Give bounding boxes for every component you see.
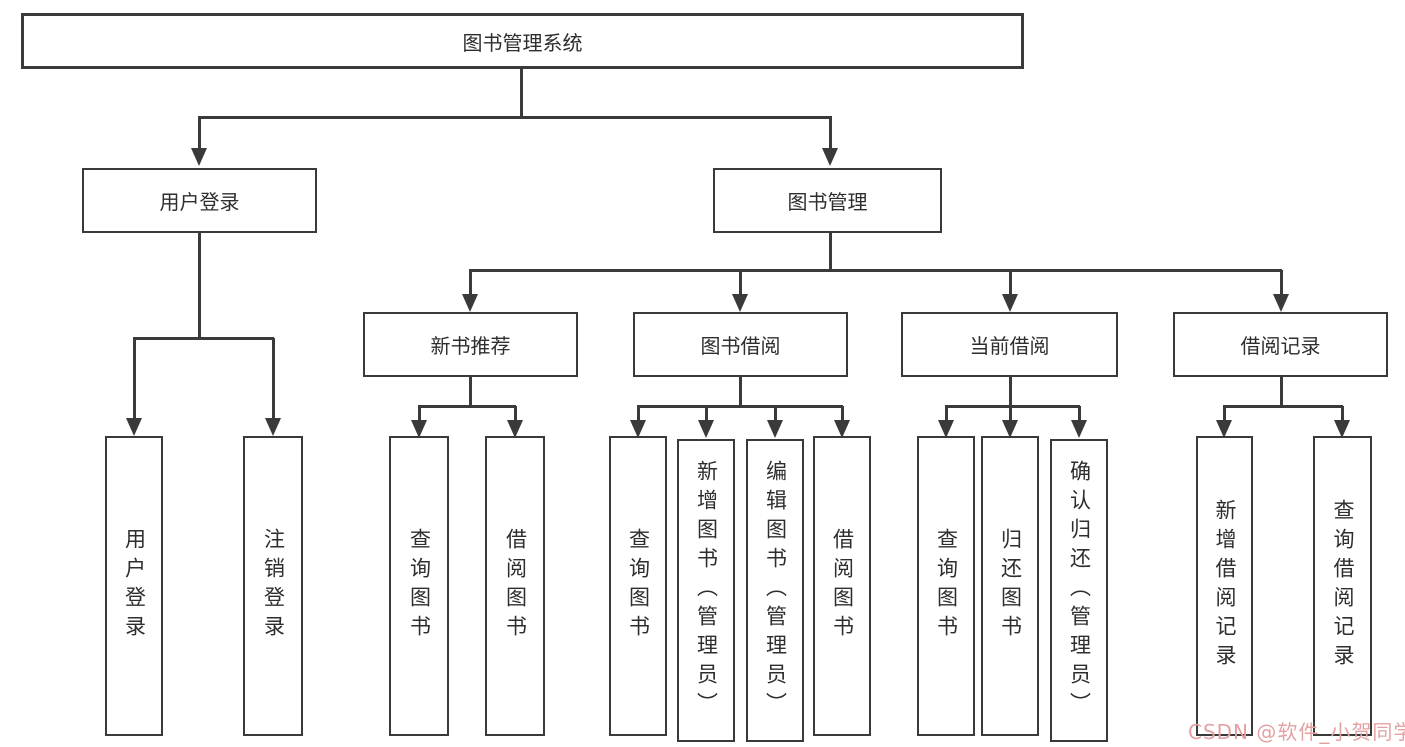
edge-borrowing-records-horizontal <box>1223 405 1343 408</box>
arrowhead-a1 <box>411 420 427 438</box>
arrowhead-a2 <box>507 420 523 438</box>
arrowhead-b4 <box>834 420 850 438</box>
edge-root-stub <box>520 69 523 117</box>
node-book-borrowing: 图书借阅 <box>633 312 848 377</box>
leaf-return-books: 归还图书 <box>981 436 1039 736</box>
edge-current-borrowing-horizontal <box>945 405 1080 408</box>
node-book-management: 图书管理 <box>713 168 942 233</box>
arrowhead-d2 <box>1334 420 1350 438</box>
leaf-query-books-a: 查询图书 <box>389 436 449 736</box>
arrowhead-c2 <box>1002 420 1018 438</box>
leaf-query-books-c: 查询图书 <box>917 436 975 736</box>
edge-b4 <box>841 406 844 420</box>
arrowhead-new-book <box>462 294 478 312</box>
leaf-confirm-return-admin: 确认归还（管理员） <box>1050 439 1108 742</box>
edge-c3 <box>1078 406 1081 420</box>
edge-b3 <box>774 406 777 420</box>
arrowhead-b2 <box>698 420 714 438</box>
edge-to-current-borrowing <box>1009 270 1012 294</box>
edge-c1 <box>945 406 948 420</box>
arrowhead-leaf-user-login <box>126 418 142 436</box>
edge-c2 <box>1009 406 1012 420</box>
arrowhead-c1 <box>938 420 954 438</box>
edge-to-book-borrowing <box>739 270 742 294</box>
edge-b2 <box>705 406 708 420</box>
arrowhead-leaf-logout <box>265 418 281 436</box>
edge-book-management-stub <box>829 233 832 270</box>
node-current-borrowing: 当前借阅 <box>901 312 1118 377</box>
edge-new-book-horizontal <box>418 405 516 408</box>
edge-d1 <box>1223 406 1226 420</box>
edge-to-leaf-user-login <box>133 338 136 418</box>
node-new-book-recommend: 新书推荐 <box>363 312 578 377</box>
arrowhead-b1 <box>630 420 646 438</box>
node-library-management-system: 图书管理系统 <box>21 13 1024 69</box>
node-user-login: 用户登录 <box>82 168 317 233</box>
arrowhead-d1 <box>1216 420 1232 438</box>
leaf-add-book-admin: 新增图书（管理员） <box>677 439 735 742</box>
edge-user-login-horizontal <box>133 337 274 340</box>
arrowhead-user-login <box>191 148 207 166</box>
node-borrowing-records: 借阅记录 <box>1173 312 1388 377</box>
leaf-query-borrow-record: 查询借阅记录 <box>1313 436 1372 736</box>
edge-b1 <box>637 406 640 420</box>
edge-current-borrowing-stub <box>1009 377 1012 406</box>
arrowhead-current-borrowing <box>1002 294 1018 312</box>
leaf-borrow-books-b: 借阅图书 <box>813 436 871 736</box>
arrowhead-book-management <box>822 148 838 166</box>
edge-d2 <box>1341 406 1344 420</box>
leaf-borrow-books-a: 借阅图书 <box>485 436 545 736</box>
edge-to-user-login <box>198 117 201 150</box>
edge-level1-horizontal <box>198 116 832 119</box>
arrowhead-b3 <box>767 420 783 438</box>
edge-book-borrowing-stub <box>739 377 742 406</box>
leaf-add-borrow-record: 新增借阅记录 <box>1196 436 1253 736</box>
watermark-text: CSDN @软件_小贺同学 <box>1188 720 1405 744</box>
arrowhead-book-borrowing <box>732 294 748 312</box>
edge-borrowing-records-stub <box>1280 377 1283 406</box>
edge-to-borrowing-records <box>1280 270 1283 294</box>
edge-new-book-stub <box>469 377 472 406</box>
edge-level2-horizontal <box>469 269 1282 272</box>
edge-user-login-stub <box>198 233 201 338</box>
leaf-query-books-b: 查询图书 <box>609 436 667 736</box>
arrowhead-c3 <box>1071 420 1087 438</box>
leaf-user-login: 用户登录 <box>105 436 163 736</box>
edge-to-book-management <box>829 117 832 150</box>
edge-a2 <box>514 406 517 420</box>
edge-to-new-book <box>469 270 472 294</box>
arrowhead-borrowing-records <box>1273 294 1289 312</box>
edge-a1 <box>418 406 421 420</box>
leaf-logout: 注销登录 <box>243 436 303 736</box>
edge-book-borrowing-horizontal <box>637 405 843 408</box>
edge-to-leaf-logout <box>272 338 275 418</box>
leaf-edit-book-admin: 编辑图书（管理员） <box>746 439 804 742</box>
